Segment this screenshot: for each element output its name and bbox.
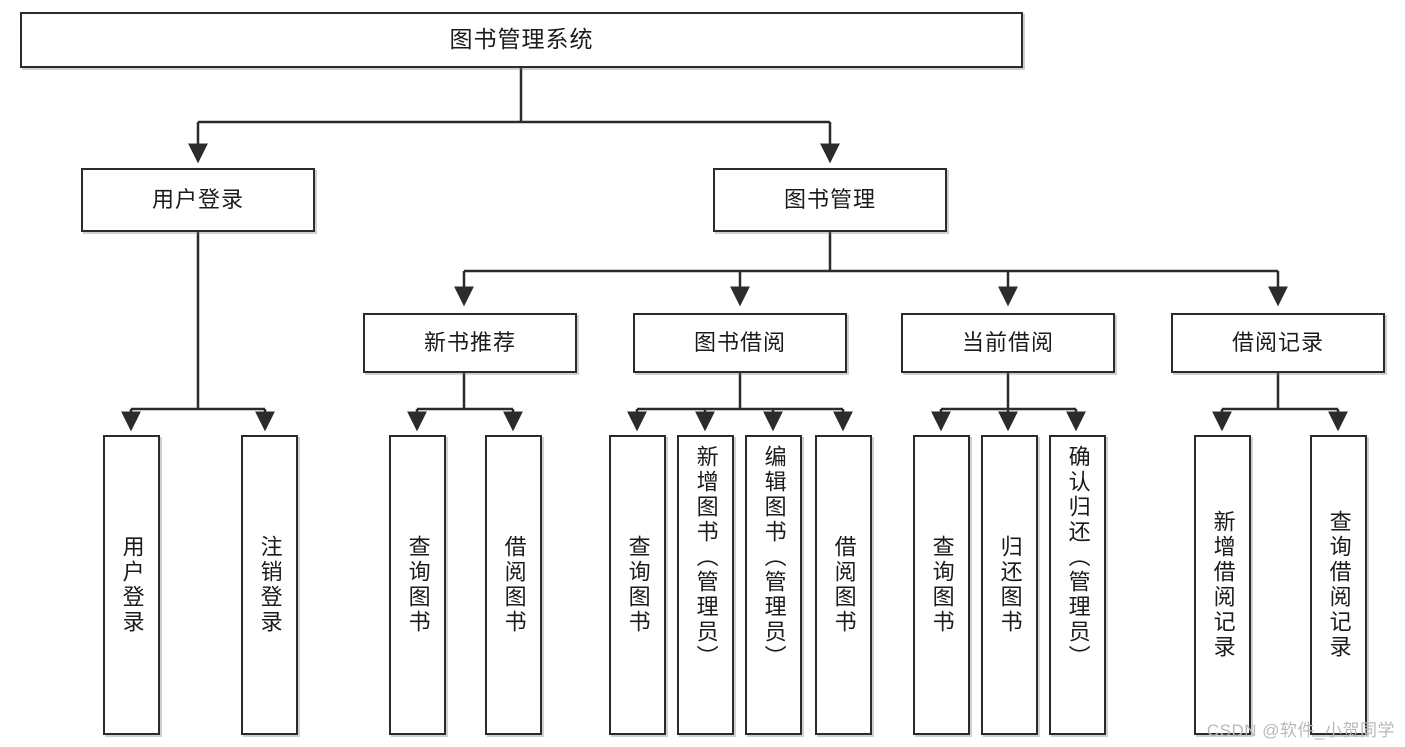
node-leaf-borrow-book-2[interactable]: 借阅图书 bbox=[815, 435, 872, 735]
node-leaf-add-record[interactable]: 新增借阅记录 bbox=[1194, 435, 1251, 735]
node-leaf-user-login[interactable]: 用户登录 bbox=[103, 435, 160, 735]
node-current-borrow-label: 当前借阅 bbox=[961, 329, 1054, 355]
node-user-login[interactable]: 用户登录 bbox=[81, 168, 315, 232]
node-leaf-query-book-2-label: 查询图书 bbox=[625, 535, 651, 635]
node-book-manage-label: 图书管理 bbox=[783, 186, 876, 212]
node-user-login-label: 用户登录 bbox=[151, 186, 244, 212]
node-leaf-query-book-1-label: 查询图书 bbox=[405, 535, 431, 635]
node-leaf-query-record[interactable]: 查询借阅记录 bbox=[1310, 435, 1367, 735]
node-book-manage[interactable]: 图书管理 bbox=[713, 168, 947, 232]
node-borrow-record-label: 借阅记录 bbox=[1231, 329, 1324, 355]
node-leaf-logout-label: 注销登录 bbox=[257, 535, 283, 635]
node-leaf-query-record-label: 查询借阅记录 bbox=[1326, 510, 1352, 660]
node-leaf-edit-book-label: 编辑图书（管理员） bbox=[761, 445, 787, 670]
node-leaf-query-book-1[interactable]: 查询图书 bbox=[389, 435, 446, 735]
node-leaf-query-book-3-label: 查询图书 bbox=[929, 535, 955, 635]
node-new-book-recommend-label: 新书推荐 bbox=[423, 329, 516, 355]
node-new-book-recommend[interactable]: 新书推荐 bbox=[363, 313, 577, 373]
node-root[interactable]: 图书管理系统 bbox=[20, 12, 1023, 68]
node-leaf-confirm-return[interactable]: 确认归还（管理员） bbox=[1049, 435, 1106, 735]
node-root-label: 图书管理系统 bbox=[449, 26, 594, 53]
node-leaf-edit-book[interactable]: 编辑图书（管理员） bbox=[745, 435, 802, 735]
node-leaf-logout[interactable]: 注销登录 bbox=[241, 435, 298, 735]
node-leaf-user-login-label: 用户登录 bbox=[119, 535, 145, 635]
node-leaf-borrow-book-1-label: 借阅图书 bbox=[501, 535, 527, 635]
node-leaf-query-book-2[interactable]: 查询图书 bbox=[609, 435, 666, 735]
node-leaf-borrow-book-1[interactable]: 借阅图书 bbox=[485, 435, 542, 735]
node-leaf-return-book[interactable]: 归还图书 bbox=[981, 435, 1038, 735]
node-leaf-add-book[interactable]: 新增图书（管理员） bbox=[677, 435, 734, 735]
watermark: CSDN @软件_小贺同学 bbox=[1206, 721, 1395, 740]
node-leaf-add-book-label: 新增图书（管理员） bbox=[693, 445, 719, 670]
node-leaf-add-record-label: 新增借阅记录 bbox=[1210, 510, 1236, 660]
node-leaf-return-book-label: 归还图书 bbox=[997, 535, 1023, 635]
node-book-borrow-label: 图书借阅 bbox=[693, 329, 786, 355]
node-leaf-confirm-return-label: 确认归还（管理员） bbox=[1065, 445, 1091, 670]
node-borrow-record[interactable]: 借阅记录 bbox=[1171, 313, 1385, 373]
node-leaf-query-book-3[interactable]: 查询图书 bbox=[913, 435, 970, 735]
node-current-borrow[interactable]: 当前借阅 bbox=[901, 313, 1115, 373]
node-leaf-borrow-book-2-label: 借阅图书 bbox=[831, 535, 857, 635]
node-book-borrow[interactable]: 图书借阅 bbox=[633, 313, 847, 373]
